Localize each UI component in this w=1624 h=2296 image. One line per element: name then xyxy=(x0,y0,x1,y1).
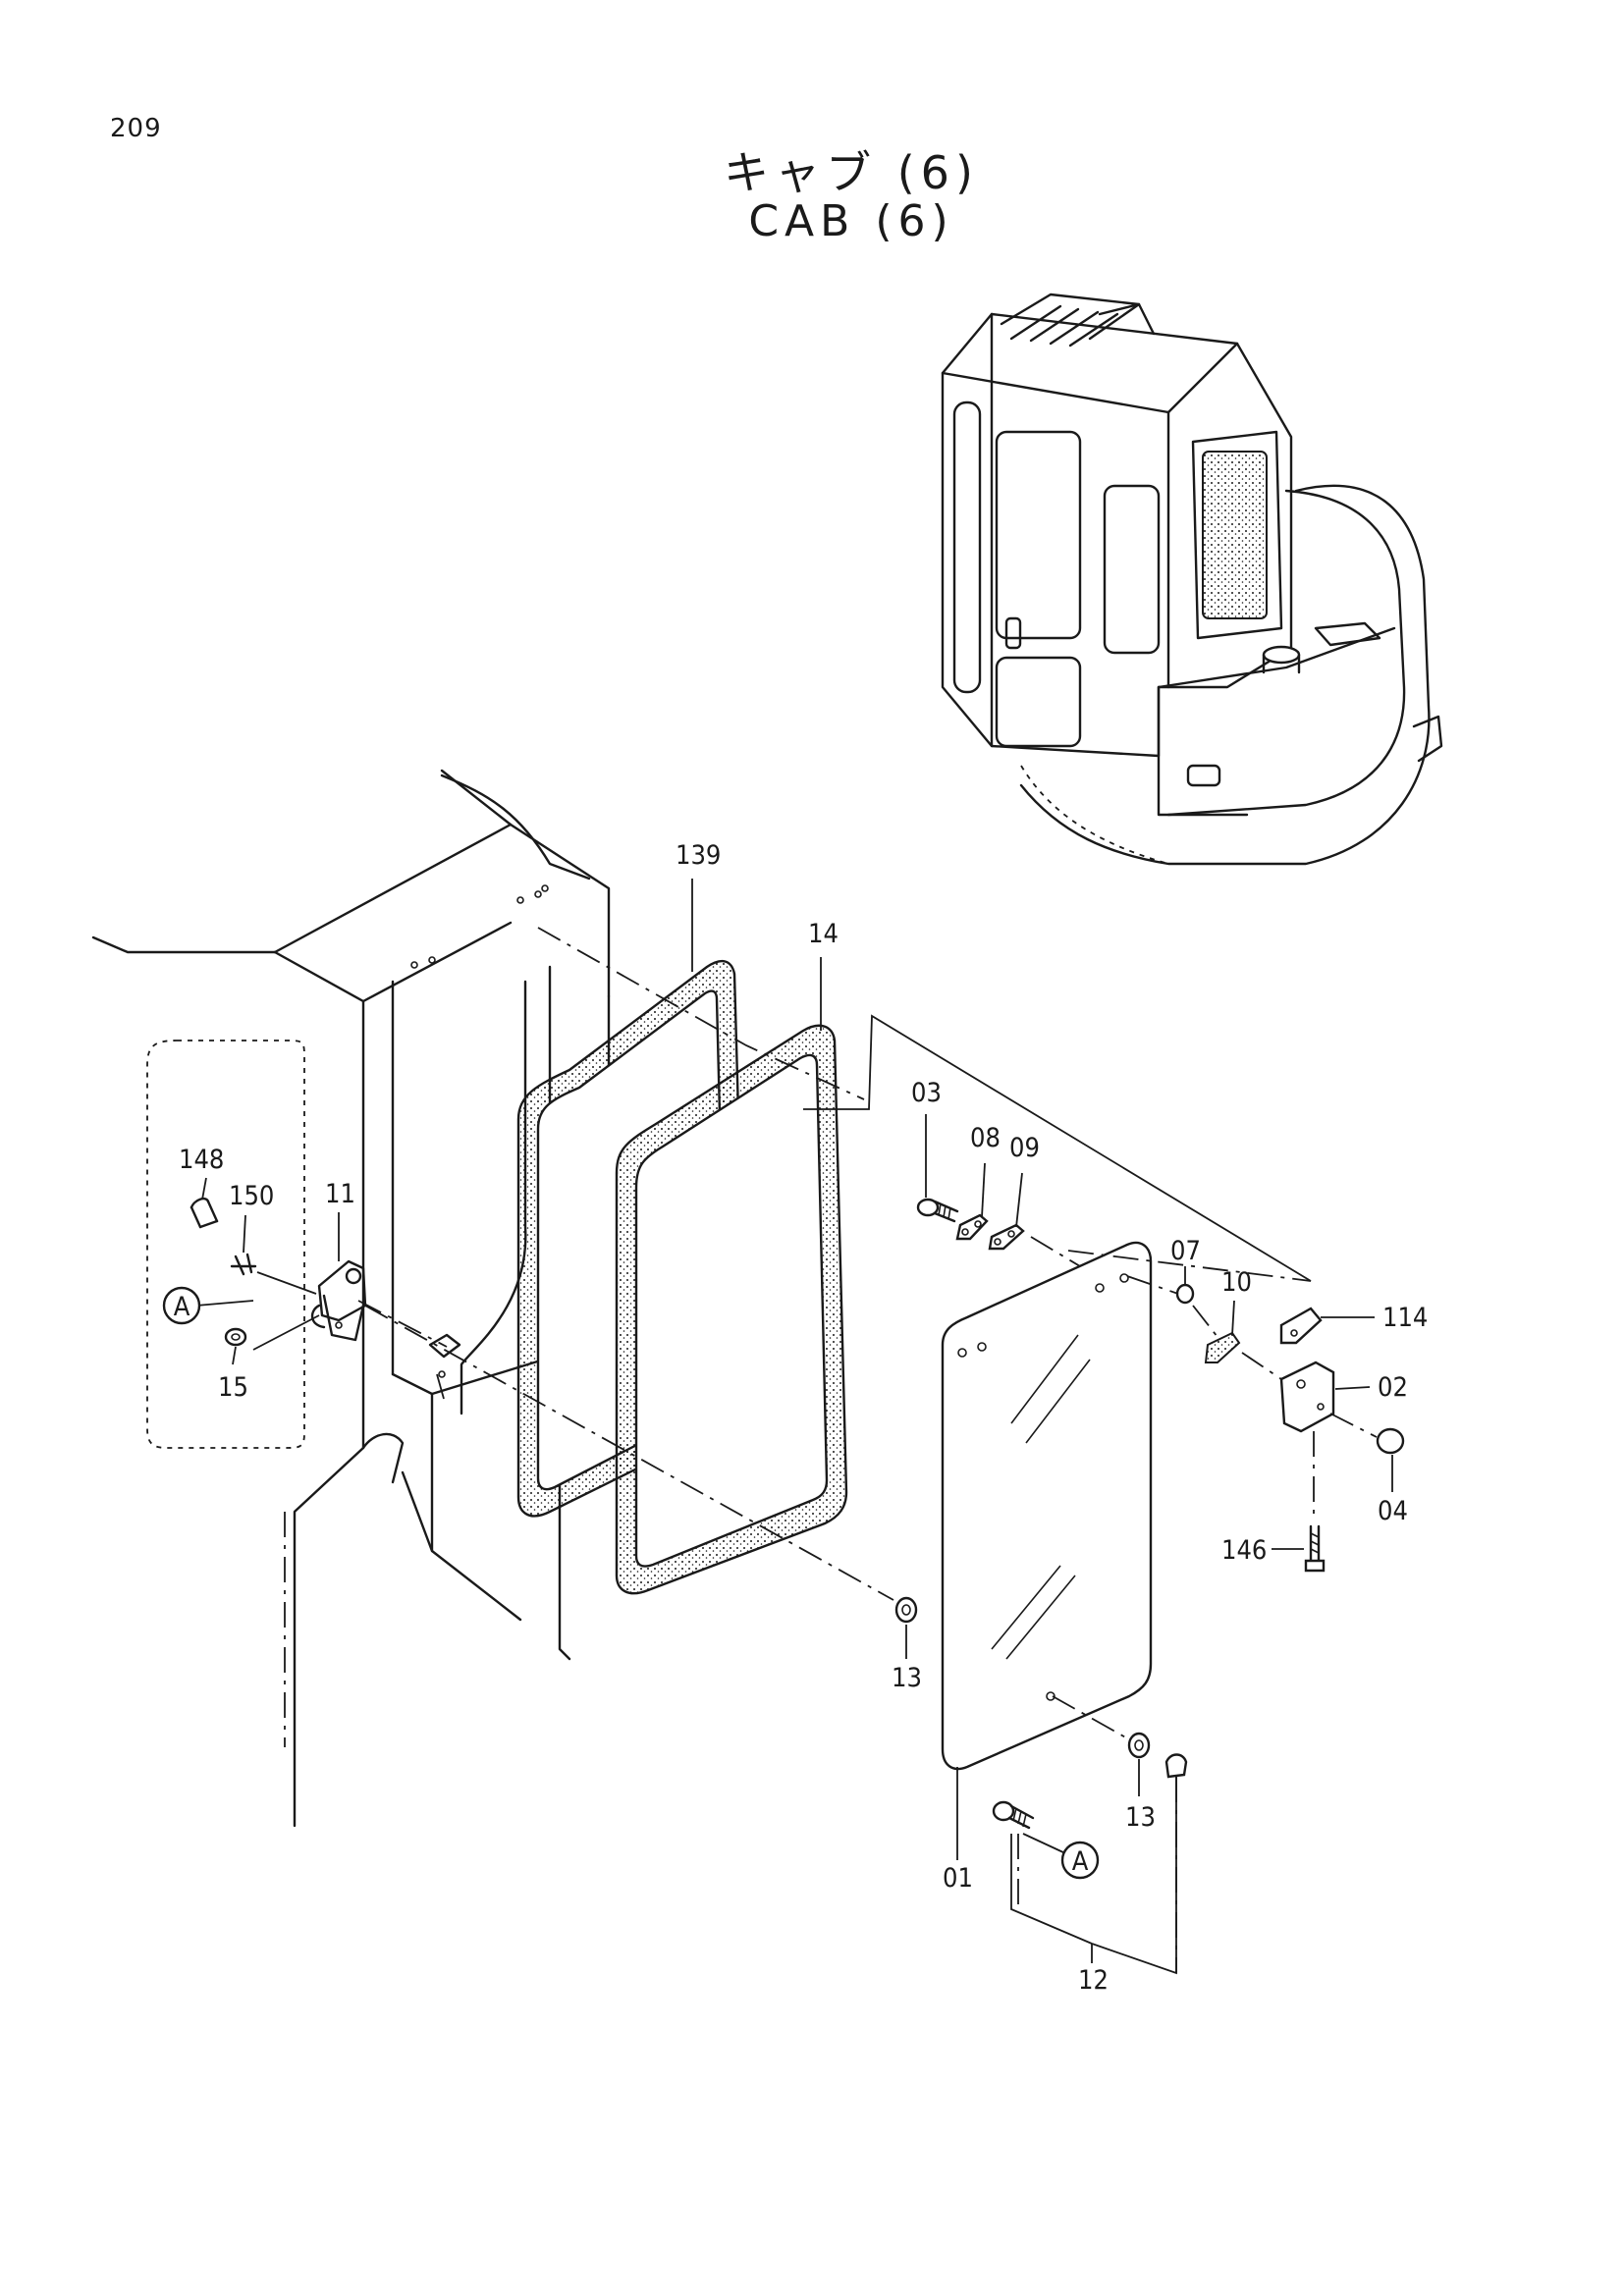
label-12: 12 xyxy=(1078,1965,1109,1996)
label-146: 146 xyxy=(1221,1535,1267,1566)
cab-overview-illustration xyxy=(941,293,1443,866)
label-02: 02 xyxy=(1378,1372,1408,1403)
label-04: 04 xyxy=(1378,1496,1408,1526)
label-14: 14 xyxy=(808,919,839,949)
svg-text:A: A xyxy=(174,1292,190,1322)
weatherstrip-14 xyxy=(615,1024,848,1595)
svg-text:A: A xyxy=(1072,1846,1089,1877)
detail-a-inset xyxy=(146,1040,367,1449)
page-number: 209 xyxy=(110,114,162,143)
label-03: 03 xyxy=(911,1078,942,1108)
label-148: 148 xyxy=(179,1145,224,1175)
hardware-parts xyxy=(894,1198,1405,1830)
label-13-middle: 13 xyxy=(892,1663,922,1693)
label-13-lower: 13 xyxy=(1125,1802,1156,1833)
detail-marker-a-bolt: A xyxy=(1060,1841,1100,1880)
label-10: 10 xyxy=(1221,1267,1252,1298)
label-07: 07 xyxy=(1170,1236,1201,1266)
title-japanese: キャブ (6) xyxy=(724,146,979,199)
part-labels: 139 14 03 08 09 148 150 11 07 10 114 02 … xyxy=(179,840,1428,1996)
label-09: 09 xyxy=(1009,1133,1040,1163)
label-15: 15 xyxy=(218,1372,248,1403)
label-150: 150 xyxy=(229,1181,274,1211)
title-english: CAB (6) xyxy=(748,196,954,246)
assembly-lines xyxy=(195,879,1393,1975)
label-114: 114 xyxy=(1382,1303,1428,1333)
label-08: 08 xyxy=(970,1123,1001,1153)
label-139: 139 xyxy=(676,840,721,871)
detail-marker-a-inset: A xyxy=(162,1286,201,1325)
window-glass-01 xyxy=(941,1241,1153,1771)
label-11: 11 xyxy=(325,1179,355,1209)
label-01: 01 xyxy=(943,1863,973,1894)
